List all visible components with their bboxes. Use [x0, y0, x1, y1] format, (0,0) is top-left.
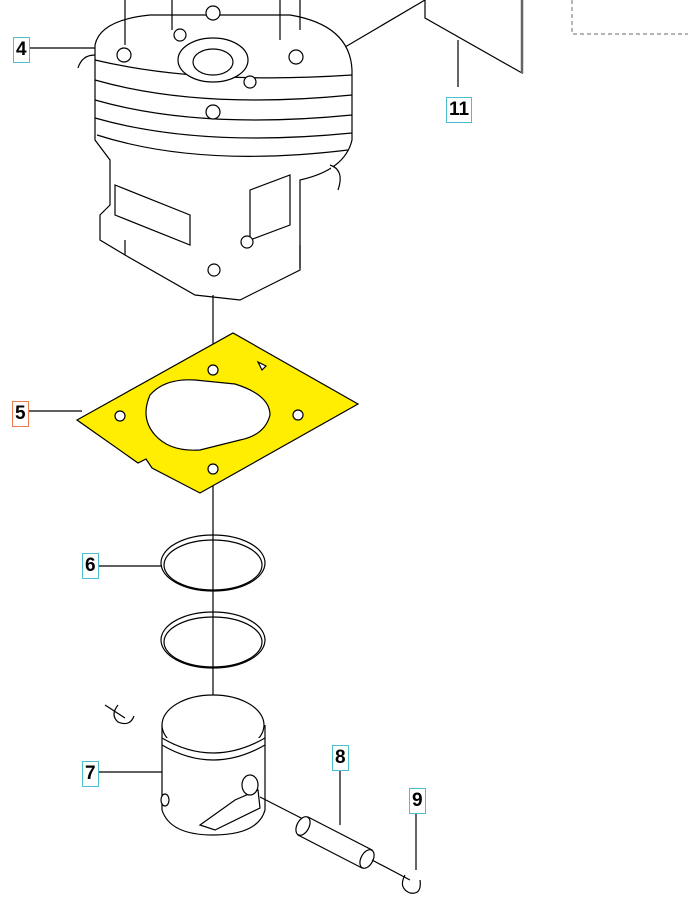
part-5-gasket — [26, 332, 360, 494]
part-4-cylinder — [28, 0, 353, 301]
part-8-piston-pin — [295, 770, 411, 881]
callout-11[interactable]: 11 — [446, 97, 473, 123]
part-7-piston — [97, 694, 306, 836]
part-11-plate — [339, 0, 524, 87]
callout-9[interactable]: 9 — [409, 788, 426, 814]
part-6-piston-rings — [97, 534, 266, 669]
callout-8[interactable]: 8 — [332, 745, 349, 771]
callout-7[interactable]: 7 — [82, 761, 99, 787]
callout-6[interactable]: 6 — [82, 553, 99, 579]
part-circlip-left — [104, 704, 135, 725]
callout-5[interactable]: 5 — [12, 401, 29, 427]
callout-4[interactable]: 4 — [13, 37, 30, 63]
part-9-circlip — [401, 812, 421, 894]
dashed-reference-box — [571, 0, 688, 35]
